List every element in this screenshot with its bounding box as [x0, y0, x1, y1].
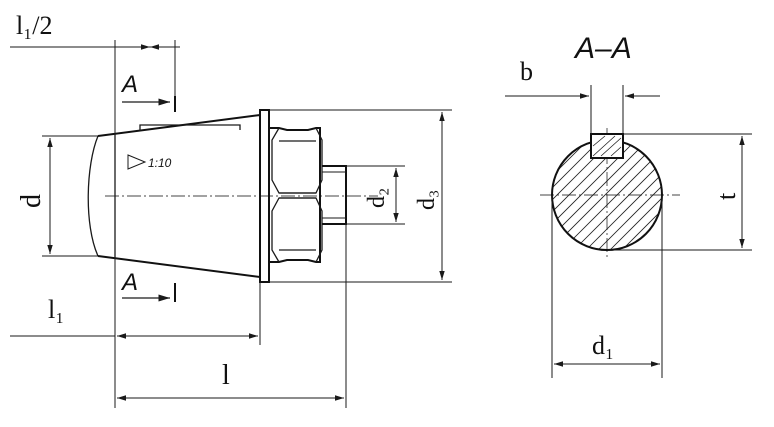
taper-triangle-icon [127, 154, 147, 170]
dim-d3: d₃ [269, 109, 452, 283]
key-hatching [592, 135, 622, 157]
b-label: b [520, 57, 533, 86]
t-label: t [712, 192, 741, 200]
d1-label: d₁ [592, 331, 614, 360]
dim-half-l1: l₁/2 [10, 11, 180, 134]
section-marker-bottom: A [120, 269, 176, 302]
section-view: A–A [540, 32, 680, 258]
washer-plate [259, 109, 270, 283]
section-mark-bottom-label: A [120, 269, 138, 296]
taper-symbol: 1:10 [127, 154, 172, 170]
section-marker-top: A [120, 71, 176, 112]
d2-label: d₂ [364, 188, 390, 208]
section-key [590, 133, 624, 159]
section-title: A–A [573, 32, 632, 65]
l1-label: l₁ [48, 295, 64, 324]
d-label: d [16, 194, 47, 208]
d3-label: d₃ [414, 190, 440, 210]
half-l1-label: l₁/2 [16, 11, 53, 40]
section-mark-top-label: A [120, 71, 138, 98]
dim-l: l [117, 224, 347, 408]
shaft-break-line [87, 135, 99, 257]
threaded-stud [322, 165, 347, 225]
hex-nut [269, 127, 323, 263]
dim-d2: d₂ [346, 165, 405, 225]
dim-b: b [505, 57, 660, 134]
dim-d: d [16, 135, 98, 257]
dim-d1: d₁ [551, 195, 663, 378]
dim-l1: l₁ [10, 258, 261, 408]
shaft-side-view: 1:10 [87, 109, 378, 283]
l-label: l [222, 360, 230, 391]
taper-label: 1:10 [148, 156, 172, 170]
dim-t: t [607, 133, 752, 251]
key-top [139, 124, 241, 131]
